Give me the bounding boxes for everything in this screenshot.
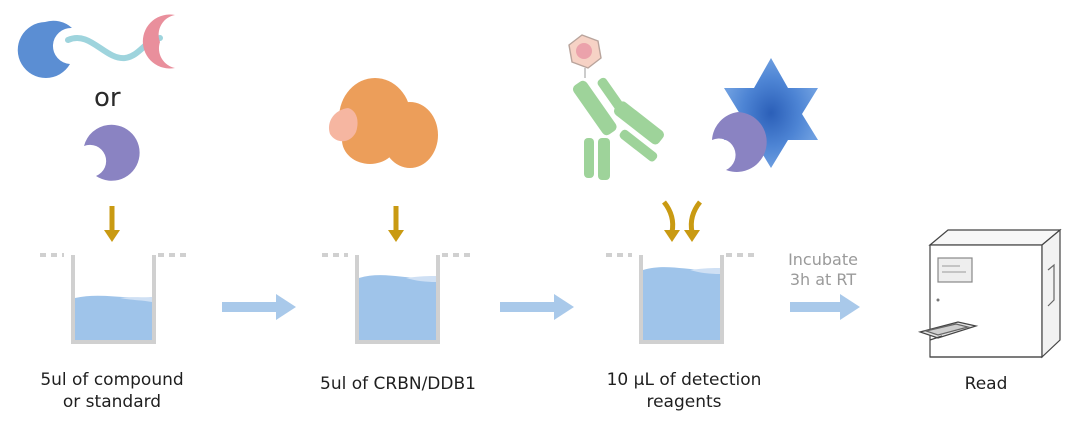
antibody-conjugate-icon bbox=[568, 34, 664, 180]
well-3 bbox=[606, 253, 754, 344]
step3-label-line-2: reagents bbox=[646, 392, 721, 412]
step3-label-line-1: 10 µL of detection bbox=[607, 370, 762, 390]
bifunctional-degrader-icon bbox=[17, 14, 175, 78]
crbn-ddb1-complex-icon bbox=[328, 78, 438, 168]
or-label: or bbox=[94, 83, 121, 113]
flow-arrow-2 bbox=[500, 294, 574, 320]
drop-arrow-step2 bbox=[388, 206, 404, 242]
step2-label-line-1: 5ul of CRBN/DDB1 bbox=[320, 374, 476, 394]
purple-binder-icon bbox=[84, 124, 140, 181]
step1-label-line-2: or standard bbox=[63, 392, 161, 412]
incubate-label-line-1: Incubate bbox=[788, 250, 858, 269]
well-1 bbox=[40, 253, 186, 344]
incubate-label-line-2: 3h at RT bbox=[790, 270, 857, 289]
fluorophore-star-icon bbox=[724, 58, 818, 168]
flow-arrow-3 bbox=[790, 294, 860, 320]
drop-arrow-step1 bbox=[104, 206, 120, 242]
purple-tracer-icon bbox=[712, 112, 767, 172]
drop-arrows-step3 bbox=[662, 200, 702, 242]
step4-label-line-1: Read bbox=[965, 374, 1008, 394]
flow-arrow-1 bbox=[222, 294, 296, 320]
reader-instrument-icon bbox=[917, 228, 1062, 359]
well-2 bbox=[322, 253, 470, 344]
step1-label-line-1: 5ul of compound bbox=[40, 370, 183, 390]
